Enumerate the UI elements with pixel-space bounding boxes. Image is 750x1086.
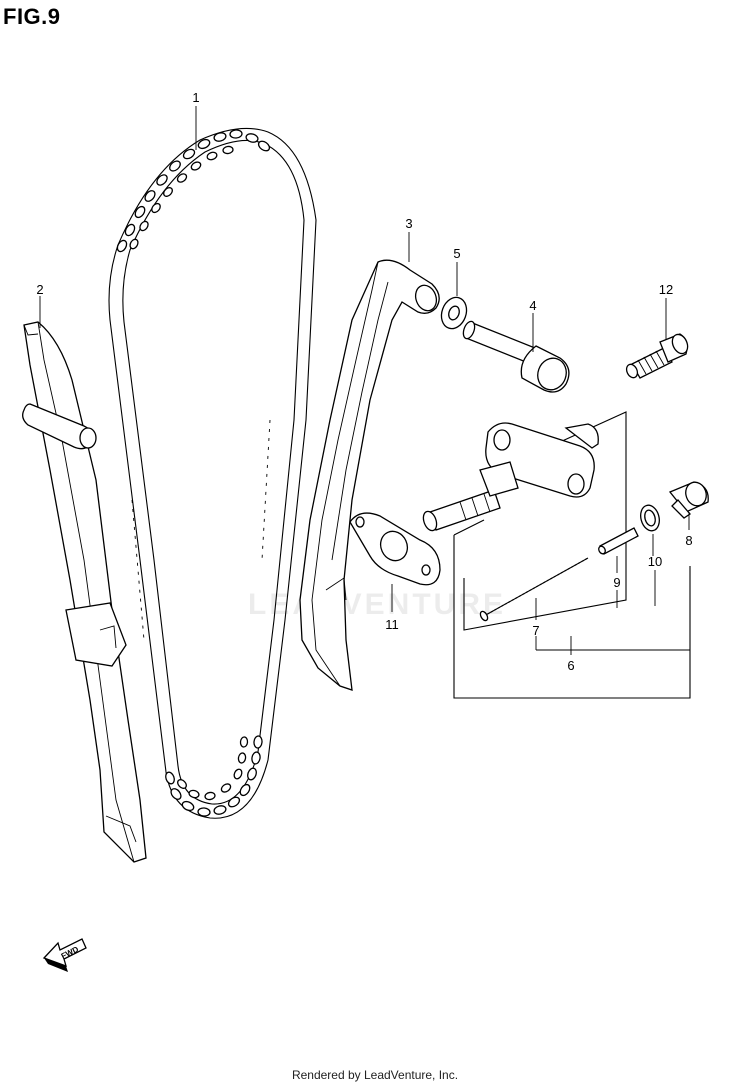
callout-4: 4 <box>529 298 536 313</box>
callout-2: 2 <box>36 282 43 297</box>
spring-part-7[interactable] <box>479 557 589 622</box>
bolt-part-4[interactable] <box>461 320 570 394</box>
callout-3: 3 <box>405 216 412 231</box>
callout-10: 10 <box>648 554 662 569</box>
cam-chain-part-1[interactable] <box>108 127 317 819</box>
watermark: LEADVENTURE <box>248 588 507 621</box>
forward-arrow-icon: FWD <box>42 938 87 972</box>
o-ring-part-10[interactable] <box>638 503 662 533</box>
callout-12: 12 <box>659 282 673 297</box>
bolt-part-12[interactable] <box>625 332 691 379</box>
callout-11: 11 <box>385 617 399 632</box>
chain-links-upper <box>116 129 271 253</box>
tensioner-arm-part-3[interactable] <box>299 259 440 691</box>
washer-part-5[interactable] <box>437 294 470 332</box>
chain-links-lower <box>165 735 263 817</box>
callout-leaders <box>39 106 690 655</box>
callout-5: 5 <box>453 246 460 261</box>
callout-7: 7 <box>532 623 539 638</box>
chain-guide-part-2[interactable] <box>22 321 147 863</box>
cap-bolt-part-8[interactable] <box>668 479 710 519</box>
callout-8: 8 <box>685 533 692 548</box>
callout-6: 6 <box>567 658 574 673</box>
callout-1: 1 <box>192 90 199 105</box>
figure-title: FIG.9 <box>3 4 61 29</box>
tensioner-assembly-part-6[interactable] <box>421 411 691 699</box>
footer-credit: Rendered by LeadVenture, Inc. <box>291 1068 459 1082</box>
callout-9: 9 <box>613 575 620 590</box>
pin-part-9[interactable] <box>597 527 639 555</box>
gasket-part-11[interactable] <box>349 512 441 586</box>
